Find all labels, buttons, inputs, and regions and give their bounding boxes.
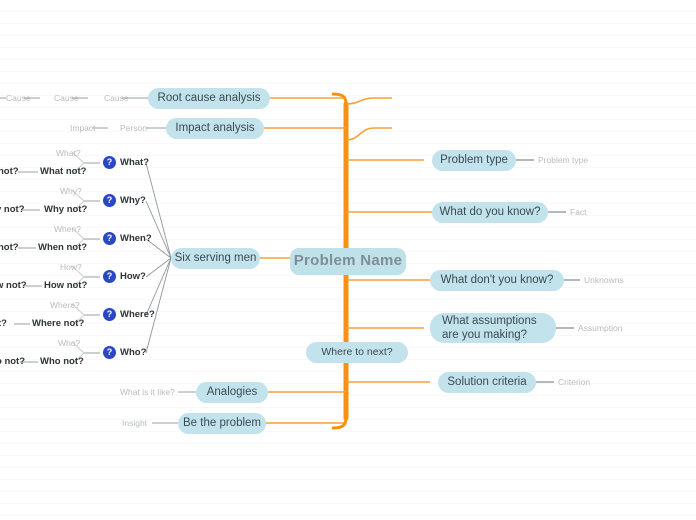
leaf-when-soft: When? <box>54 224 81 234</box>
leaf-where-not-clipped: t? <box>0 318 7 329</box>
node-root-cause-analysis-label: Root cause analysis <box>157 92 261 105</box>
leaf-who-soft: Who? <box>58 338 81 348</box>
fan-line-4 <box>145 257 172 278</box>
leaf-when-not-clipped: not? <box>0 242 19 253</box>
question-mark-icon: ? <box>103 156 116 169</box>
question-mark-icon: ? <box>103 194 116 207</box>
leaf-how-soft: How? <box>60 262 82 272</box>
question-node-who-label: Who? <box>120 347 147 358</box>
node-solution-criteria-label: Solution criteria <box>447 376 527 389</box>
q-fork-soft-5 <box>71 303 85 316</box>
question-node-where[interactable]: ? Where? <box>103 308 155 321</box>
leaf-insight: Insight <box>122 418 148 428</box>
q-fork-soft-6 <box>71 341 85 354</box>
question-mark-icon: ? <box>103 308 116 321</box>
node-what-do-you-know-label: What do you know? <box>439 206 541 219</box>
node-solution-criteria[interactable]: Solution criteria <box>438 372 536 393</box>
leaf-who-not: Who not? <box>40 356 84 367</box>
question-mark-icon: ? <box>103 346 116 359</box>
question-node-who[interactable]: ? Who? <box>103 346 146 359</box>
leaf-why-not: Why not? <box>44 204 88 215</box>
leaf-problem-type: Problem type <box>538 155 589 165</box>
leaf-what-not: What not? <box>40 166 87 177</box>
q-fork-soft-2 <box>71 189 85 202</box>
leaf-criterion: Criterion <box>558 377 591 387</box>
fan-line-6 <box>145 257 172 354</box>
leaf-assumption: Assumption <box>578 323 623 333</box>
node-six-serving-men-label: Six serving men <box>174 252 257 265</box>
leaf-where-not: Where not? <box>32 318 85 329</box>
node-six-serving-men[interactable]: Six serving men <box>171 248 260 269</box>
q-fork-soft-3 <box>71 227 85 240</box>
node-root-cause-analysis[interactable]: Root cause analysis <box>148 88 270 109</box>
trunk-bottom-curve <box>331 417 348 430</box>
q-fork-soft-1 <box>71 151 85 164</box>
node-problem-type-label: Problem type <box>440 154 508 167</box>
leaf-who-not-clipped: o not? <box>0 356 26 367</box>
leaf-when-not: When not? <box>38 242 88 253</box>
question-node-what-label: What? <box>120 157 150 168</box>
q-fork-hard-6 <box>71 352 85 365</box>
leaf-cause-3: Cause <box>6 93 31 103</box>
node-impact-analysis[interactable]: Impact analysis <box>166 118 264 139</box>
leaf-cause-1: Cause <box>104 93 129 103</box>
question-node-how-label: How? <box>120 271 146 282</box>
question-node-how[interactable]: ? How? <box>103 270 146 283</box>
elbow-right-b <box>345 127 392 141</box>
node-what-do-you-know[interactable]: What do you know? <box>432 202 548 223</box>
leaf-what-is-it-like: What is it like? <box>120 387 175 397</box>
node-where-to-next[interactable]: Where to next? <box>306 342 408 363</box>
node-be-the-problem[interactable]: Be the problem <box>178 413 266 434</box>
fan-line-2 <box>145 200 172 259</box>
q-fork-hard-5 <box>71 314 85 327</box>
trunk-top-curve <box>331 92 348 105</box>
leaf-why-not-clipped: y not? <box>0 204 25 215</box>
node-be-the-problem-label: Be the problem <box>183 417 261 430</box>
question-node-when[interactable]: ? When? <box>103 232 152 245</box>
node-where-to-next-label: Where to next? <box>321 345 393 358</box>
central-node[interactable]: Problem Name <box>290 248 406 275</box>
q-fork-hard-4 <box>71 276 85 289</box>
leaf-fact: Fact <box>570 207 587 217</box>
q-fork-soft-4 <box>71 265 85 278</box>
question-node-where-label: Where? <box>120 309 155 320</box>
question-node-when-label: When? <box>120 233 152 244</box>
leaf-how-not-clipped: w not? <box>0 280 27 291</box>
central-node-label: Problem Name <box>293 252 403 270</box>
node-impact-analysis-label: Impact analysis <box>175 122 255 135</box>
leaf-why-soft: Why? <box>60 186 82 196</box>
node-what-dont-you-know[interactable]: What don't you know? <box>430 270 564 291</box>
question-node-what[interactable]: ? What? <box>103 156 149 169</box>
node-problem-type[interactable]: Problem type <box>432 150 516 171</box>
leaf-unknowns: Unknowns <box>584 275 624 285</box>
fan-line-1 <box>145 162 172 259</box>
q-fork-hard-2 <box>71 200 85 213</box>
leaf-how-not: How not? <box>44 280 88 291</box>
q-fork-hard-1 <box>71 162 85 175</box>
leaf-impact: Impact <box>70 123 96 133</box>
fan-line-3 <box>145 238 172 259</box>
question-node-why[interactable]: ? Why? <box>103 194 146 207</box>
node-analogies[interactable]: Analogies <box>196 382 268 403</box>
leaf-what-soft: What? <box>56 148 81 158</box>
q-fork-hard-3 <box>71 238 85 251</box>
question-mark-icon: ? <box>103 270 116 283</box>
node-what-dont-you-know-label: What don't you know? <box>440 274 554 287</box>
leaf-what-not-clipped: not? <box>0 166 19 177</box>
leaf-where-soft: Where? <box>50 300 80 310</box>
question-node-why-label: Why? <box>120 195 146 206</box>
elbow-right-a <box>345 97 392 105</box>
node-what-assumptions[interactable]: What assumptions are you making? <box>430 313 556 343</box>
fan-line-5 <box>145 257 172 316</box>
question-mark-icon: ? <box>103 232 116 245</box>
node-analogies-label: Analogies <box>206 386 258 399</box>
node-what-assumptions-label: What assumptions are you making? <box>442 314 537 341</box>
leaf-person: Person <box>120 123 147 133</box>
leaf-cause-2: Cause <box>54 93 79 103</box>
